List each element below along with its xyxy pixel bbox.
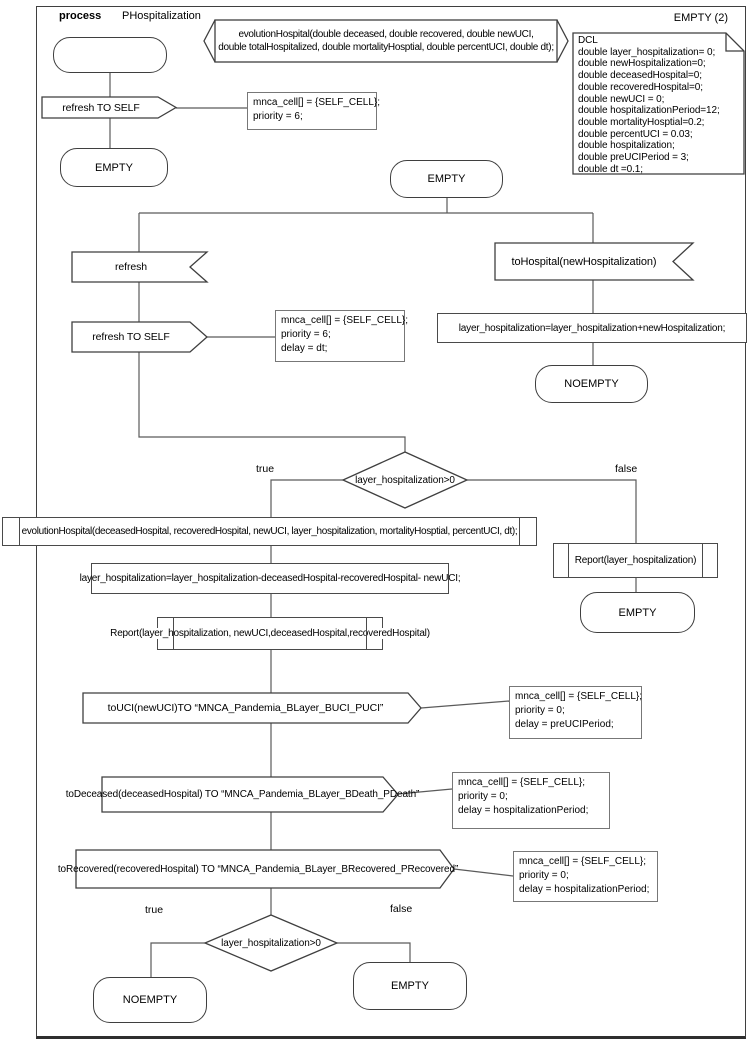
call-report-false: Report(layer_hospitalization) (553, 543, 718, 578)
procedure-side-bar (173, 617, 174, 650)
signature-line-1: evolutionHospital(double deceased, doubl… (238, 29, 534, 40)
state-start (53, 37, 167, 73)
state-noempty-2: NOEMPTY (93, 977, 207, 1023)
output-refresh-to-self-2-label: refresh TO SELF (92, 331, 170, 343)
note-mnca-1: mnca_cell[] = {SELF_CELL}; priority = 6; (247, 92, 380, 130)
output-torecovered-label: toRecovered(recoveredHospital) TO “MNCA_… (57, 863, 459, 875)
call-report-false-label: Report(layer_hospitalization) (574, 555, 697, 566)
label-true-2: true (145, 904, 164, 916)
page-label: EMPTY (2) (673, 12, 728, 24)
procedure-side-bar (19, 517, 20, 546)
state-noempty-1: NOEMPTY (535, 365, 648, 403)
task-subtract-hospitalization: layer_hospitalization=layer_hospitalizat… (80, 563, 461, 594)
decision-2-condition: layer_hospitalization>0 (221, 937, 321, 949)
state-empty-main: EMPTY (390, 160, 503, 198)
label-false-2: false (390, 903, 413, 915)
procedure-side-bar (568, 543, 569, 578)
state-empty-1: EMPTY (60, 148, 168, 187)
signature-note: evolutionHospital(double deceased, doubl… (215, 20, 557, 62)
output-touci-label: toUCI(newUCI)TO “MNCA_Pandemia_BLayer_BU… (107, 702, 384, 714)
procedure-side-bar (519, 517, 520, 546)
procedure-side-bar (366, 617, 367, 650)
call-report-main-label: Report(layer_hospitalization, newUCI,dec… (110, 628, 430, 639)
state-empty-false: EMPTY (580, 592, 695, 633)
input-tohospital-label: toHospital(newHospitalization) (511, 255, 657, 268)
note-mnca-2: mnca_cell[] = {SELF_CELL}; priority = 6;… (275, 310, 408, 362)
label-true-1: true (256, 463, 275, 475)
task-add-hospitalization: layer_hospitalization=layer_hospitalizat… (437, 313, 747, 343)
label-false-1: false (615, 463, 638, 475)
process-name: PHospitalization (122, 10, 201, 22)
note-mnca-todeceased: mnca_cell[] = {SELF_CELL}; priority = 0;… (452, 772, 610, 829)
output-todeceased-label: toDeceased(deceasedHospital) TO “MNCA_Pa… (65, 789, 420, 800)
call-evolution-hospital-label: evolutionHospital(deceasedHospital, reco… (21, 526, 518, 537)
signature-line-2: double totalHospitalized, double mortali… (218, 42, 554, 53)
procedure-side-bar (702, 543, 703, 578)
note-mnca-touci: mnca_cell[] = {SELF_CELL}; priority = 0;… (509, 686, 642, 739)
call-report-main: Report(layer_hospitalization, newUCI,dec… (110, 617, 430, 650)
state-empty-bottom: EMPTY (353, 962, 467, 1010)
output-refresh-to-self-1-label: refresh TO SELF (62, 101, 140, 114)
decision-1-condition: layer_hospitalization>0 (355, 474, 455, 486)
call-evolution-hospital: evolutionHospital(deceasedHospital, reco… (2, 517, 537, 546)
process-keyword: process (59, 10, 102, 22)
note-mnca-torecovered: mnca_cell[] = {SELF_CELL}; priority = 0;… (513, 851, 658, 902)
dcl-note: DCL double layer_hospitalization= 0; dou… (578, 35, 720, 175)
input-refresh-label: refresh (115, 261, 147, 273)
